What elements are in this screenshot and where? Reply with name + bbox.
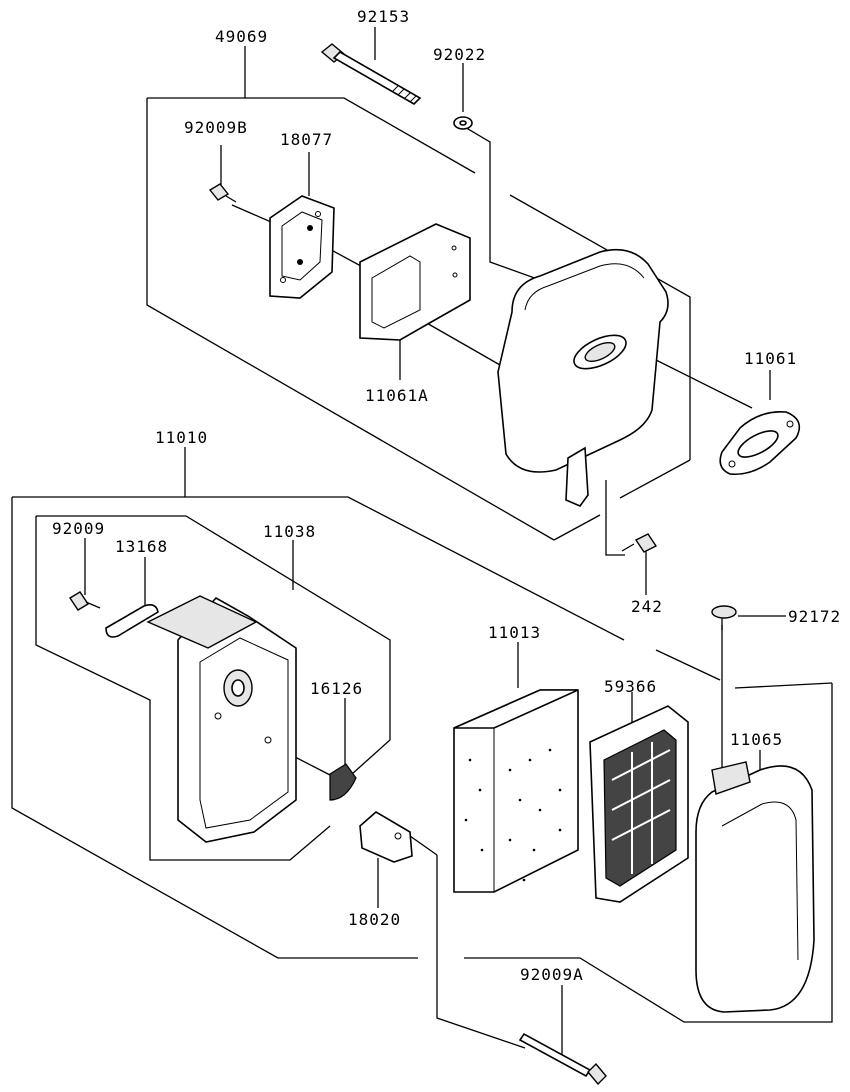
bracket-18020 xyxy=(359,811,413,863)
part-labels: 92153 49069 92022 92009B 18077 11061A 11… xyxy=(52,7,841,984)
bolt-92153 xyxy=(320,43,422,105)
label-18077: 18077 xyxy=(280,130,333,149)
label-18020: 18020 xyxy=(348,910,401,929)
bolt-242 xyxy=(621,533,658,553)
label-92009B: 92009B xyxy=(184,118,248,137)
label-92153: 92153 xyxy=(357,7,410,26)
air-cleaner-assembly-outline xyxy=(11,496,833,1023)
gasket-11061 xyxy=(719,411,801,476)
label-49069: 49069 xyxy=(215,27,268,46)
bolt-92009 xyxy=(69,591,101,611)
label-11013: 11013 xyxy=(488,623,541,642)
label-242: 242 xyxy=(631,597,663,616)
leader-lines xyxy=(84,27,786,1060)
plate-18077 xyxy=(269,195,335,299)
muffler-body xyxy=(497,248,669,507)
label-92009A: 92009A xyxy=(520,965,584,984)
label-13168: 13168 xyxy=(115,537,168,556)
label-92172: 92172 xyxy=(788,607,841,626)
washer-92022 xyxy=(453,116,473,130)
label-11038: 11038 xyxy=(263,522,316,541)
bolt-92009A xyxy=(518,1032,607,1086)
label-11061: 11061 xyxy=(744,349,797,368)
label-11061A: 11061A xyxy=(365,386,429,405)
filter-element-11013 xyxy=(453,689,579,893)
label-11065: 11065 xyxy=(730,730,783,749)
lever-13168 xyxy=(105,604,159,638)
cover-11065 xyxy=(695,761,815,1013)
label-59366: 59366 xyxy=(604,677,657,696)
label-92009: 92009 xyxy=(52,519,105,538)
label-92022: 92022 xyxy=(433,45,486,64)
housing-11038 xyxy=(146,595,297,843)
gasket-bracket-11061A xyxy=(359,223,471,341)
muffler-assembly-outline xyxy=(146,97,691,541)
housing-subassembly-outline xyxy=(35,515,391,861)
bolt-92009B xyxy=(208,183,237,203)
filter-grid-59366 xyxy=(589,705,689,903)
label-16126: 16126 xyxy=(310,679,363,698)
lever-16126 xyxy=(329,763,357,801)
label-11010: 11010 xyxy=(155,428,208,447)
screw-92172 xyxy=(711,605,737,630)
